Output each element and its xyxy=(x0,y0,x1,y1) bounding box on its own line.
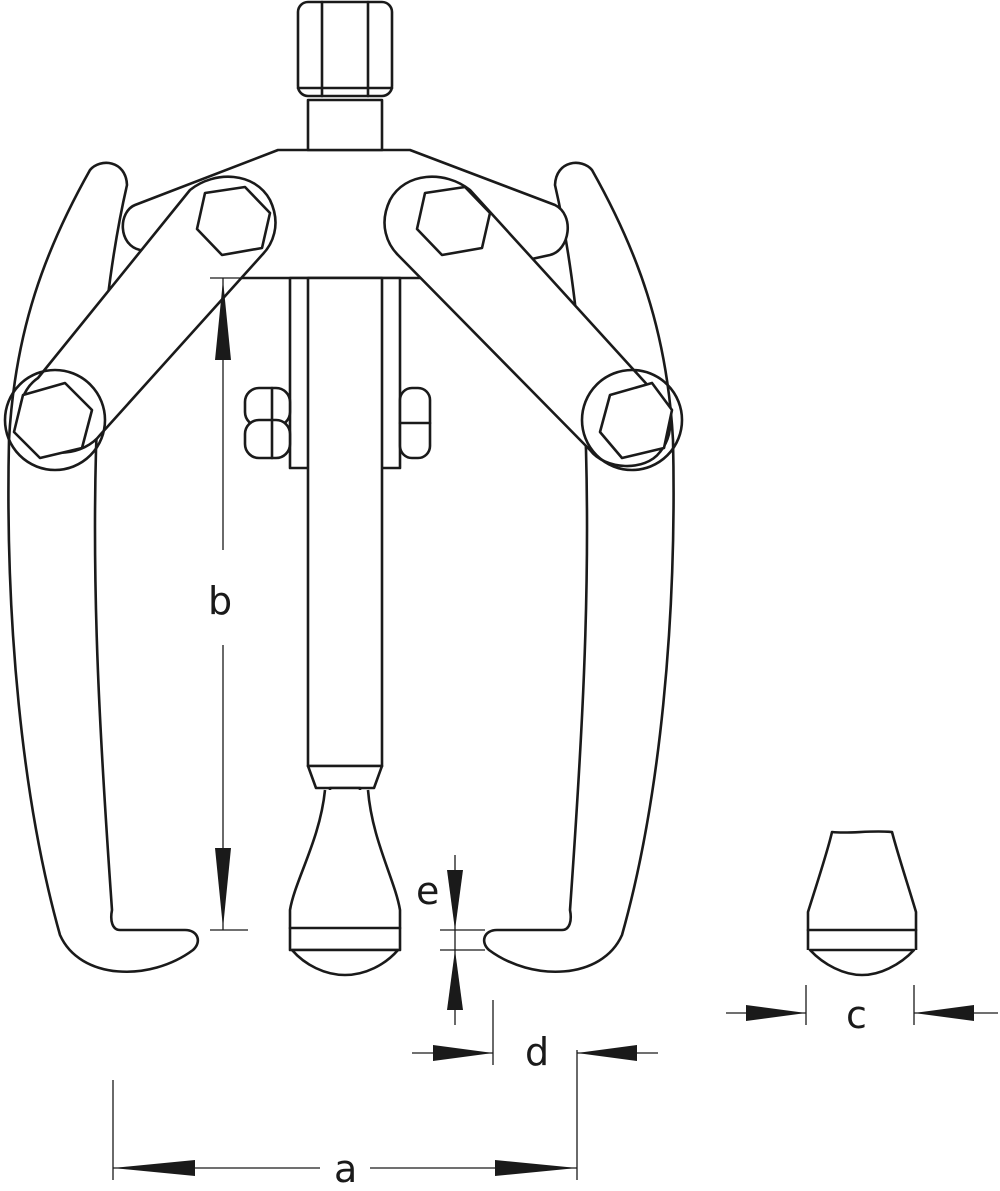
spindle xyxy=(288,276,402,824)
dimension-b xyxy=(210,277,255,931)
dimension-c xyxy=(726,985,998,1025)
dimension-label-d: d xyxy=(525,1030,550,1074)
hex-bolt-bottom-right xyxy=(598,381,674,460)
hex-bolt-bottom-left xyxy=(12,381,94,460)
dimension-label-a: a xyxy=(334,1147,358,1191)
hex-bolt-top-left xyxy=(195,185,272,257)
right-bracket-nuts xyxy=(398,386,432,460)
center-jaw xyxy=(288,789,402,977)
hex-bolt-top-right xyxy=(415,185,492,257)
jaw-tip-detail xyxy=(806,830,918,977)
spindle-hex-nut xyxy=(296,0,394,152)
left-bracket-nuts xyxy=(243,386,292,460)
dimension-label-e: e xyxy=(416,869,440,913)
dimension-label-c: c xyxy=(846,993,867,1037)
dimension-e xyxy=(440,855,485,1025)
dimension-a xyxy=(112,1050,578,1180)
dimension-label-b: b xyxy=(208,579,233,623)
dimension-d xyxy=(412,1000,658,1065)
